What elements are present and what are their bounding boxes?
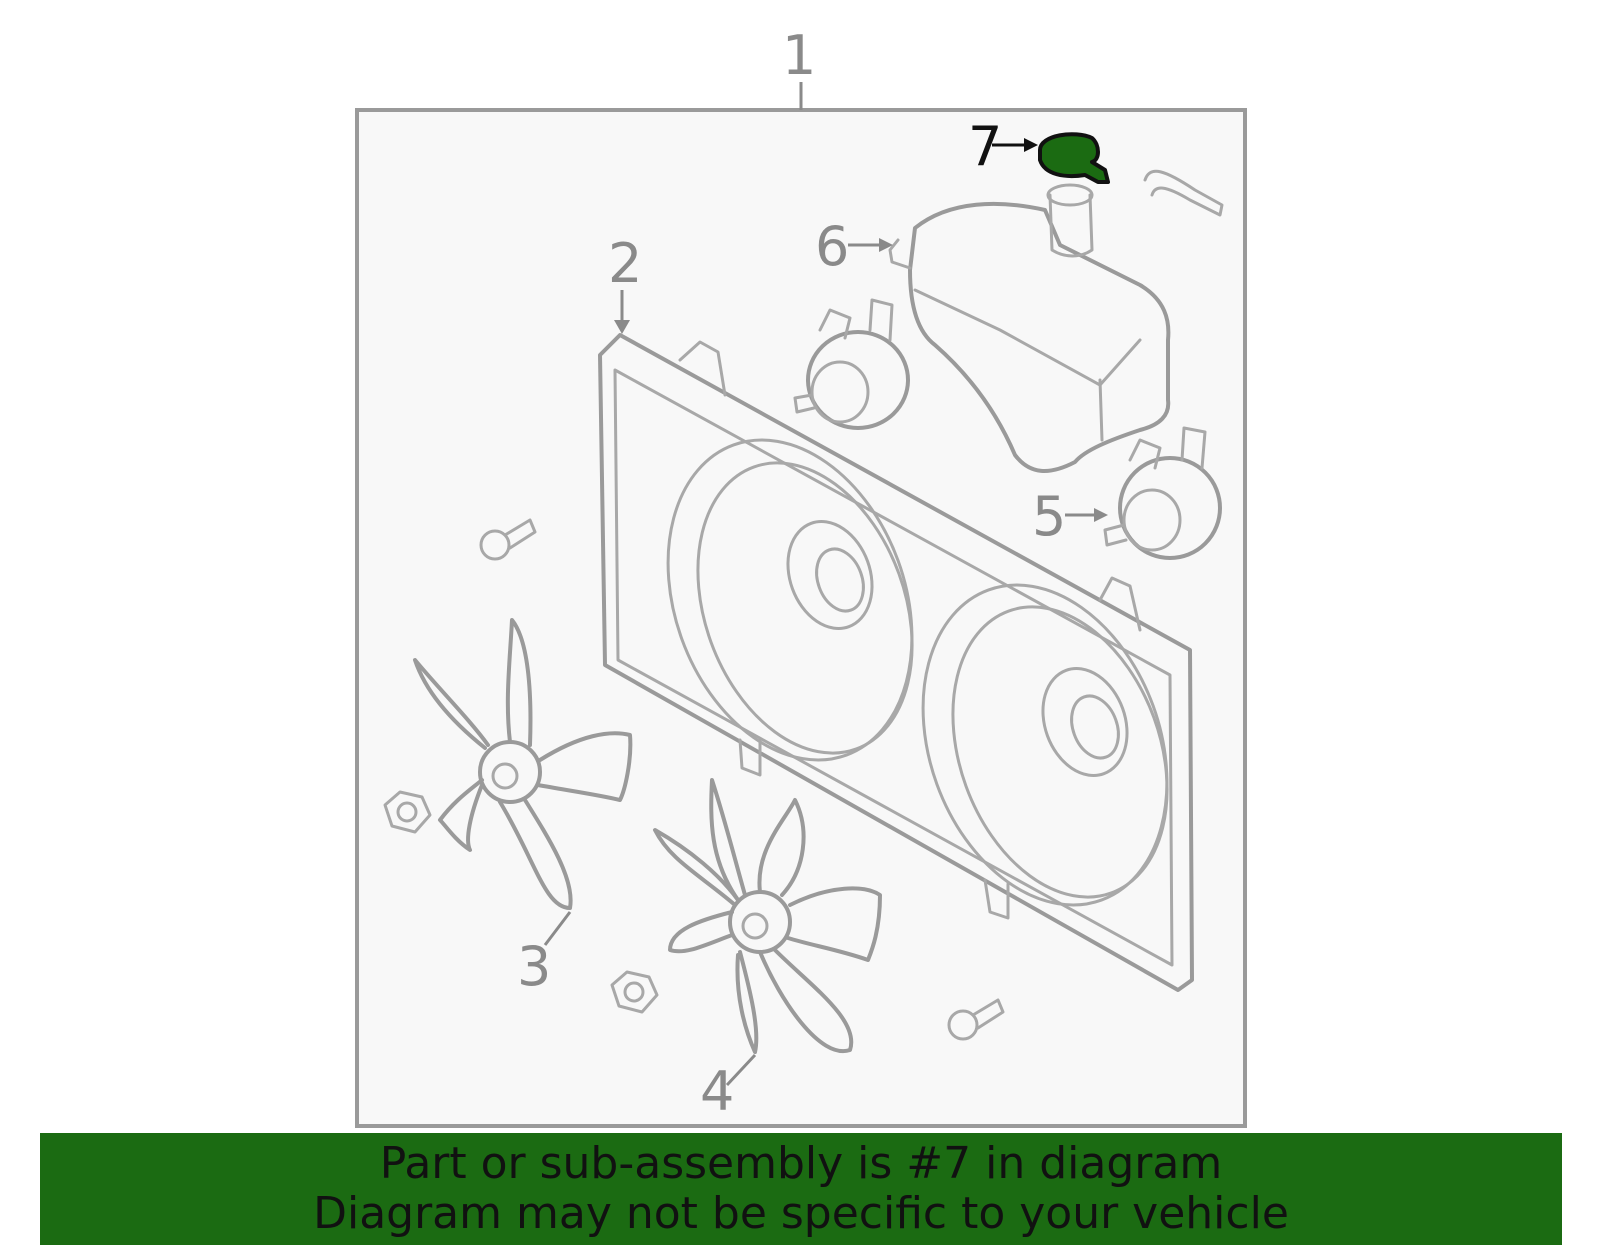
nut-left	[383, 790, 432, 834]
fan-shroud	[598, 333, 1194, 992]
info-banner: Part or sub-assembly is #7 in diagram Di…	[40, 1133, 1562, 1245]
coolant-reservoir	[888, 169, 1224, 474]
nut-center	[610, 970, 659, 1014]
callout-5: 5	[1032, 485, 1066, 548]
fan-blade-4	[653, 778, 882, 1054]
callout-3: 3	[517, 935, 551, 998]
callout-1: 1	[782, 24, 816, 87]
callout-4: 4	[700, 1060, 734, 1123]
fan-blade-3	[413, 618, 633, 910]
fan-motor-lower	[1103, 426, 1222, 560]
callout-3-leader	[543, 911, 572, 946]
callout-6: 6	[815, 215, 849, 278]
callout-6-arrowhead	[879, 238, 893, 252]
callout-5-arrowhead	[1094, 508, 1108, 522]
bolt-upper-left	[479, 518, 537, 561]
callout-7: 7	[968, 115, 1002, 178]
banner-line-2: Diagram may not be specific to your vehi…	[313, 1188, 1289, 1239]
callout-4-leader	[725, 1053, 757, 1087]
callout-2: 2	[608, 232, 642, 295]
bolt-lower-right	[947, 998, 1005, 1041]
reservoir-cap-highlighted	[1038, 132, 1110, 184]
callout-7-arrowhead	[1024, 138, 1038, 152]
fan-motor-upper	[793, 298, 910, 430]
banner-line-1: Part or sub-assembly is #7 in diagram	[379, 1138, 1223, 1189]
callout-2-arrowhead	[614, 320, 630, 334]
